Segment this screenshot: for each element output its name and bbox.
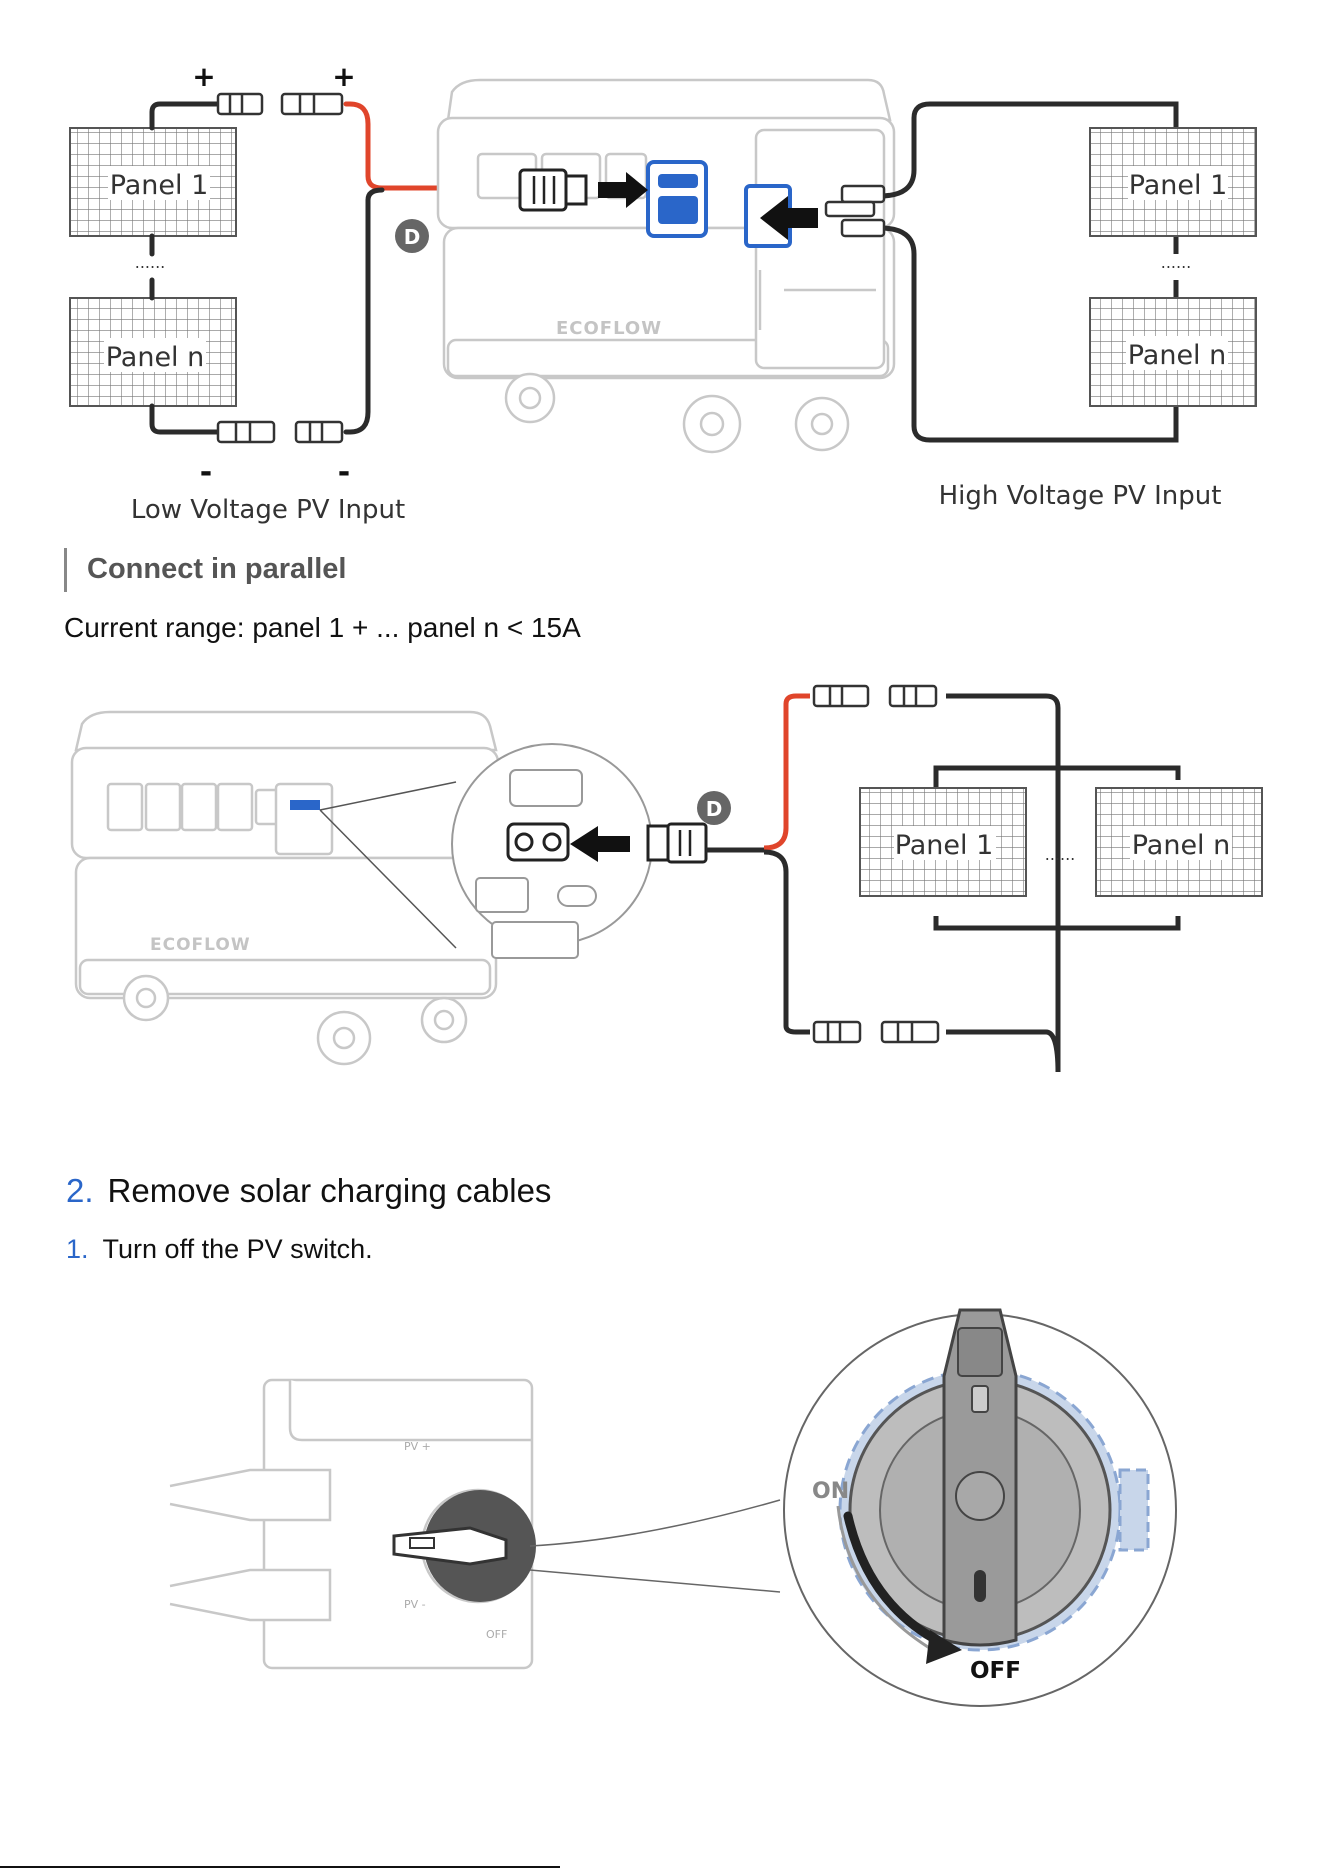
footer-rule xyxy=(0,1866,560,1868)
mc4-connector-minus xyxy=(218,422,342,442)
power-station-device-2 xyxy=(72,712,498,1064)
pv-plus-label: PV + xyxy=(404,1440,431,1453)
switch-zoom-callout xyxy=(784,1310,1176,1706)
current-range-text: Current range: panel 1 + ... panel n < 1… xyxy=(64,612,581,644)
parallel-mc4-bottom xyxy=(814,1022,938,1042)
high-voltage-caption: High Voltage PV Input xyxy=(939,481,1222,511)
substep-1: 1. Turn off the PV switch. xyxy=(66,1234,373,1265)
brand-logo: ECOFLOW xyxy=(556,318,662,339)
parallel-dots: ...... xyxy=(1045,845,1076,864)
section-title: Connect in parallel xyxy=(64,548,346,592)
callout-line-upper xyxy=(530,1500,780,1546)
pv-minus-label: PV - xyxy=(404,1598,426,1611)
brand-logo-2: ECOFLOW xyxy=(150,935,251,955)
connector-badge-d-2: D xyxy=(697,791,731,825)
diagram-pv-inputs: Panel 1 ...... Panel n + + - - D xyxy=(0,0,1323,540)
mc4-connector-plus xyxy=(218,94,342,114)
right-panel-n: Panel n xyxy=(1090,298,1256,406)
parallel-mc4-top xyxy=(814,686,936,706)
diagram-pv-switch: PV + PV - OFF ON OFF xyxy=(0,1300,1323,1720)
left-panel-n-label: Panel n xyxy=(106,342,205,373)
substep-1-number: 1. xyxy=(66,1234,89,1264)
parallel-panel-n: Panel n xyxy=(1096,788,1262,896)
left-dots: ...... xyxy=(135,253,166,272)
left-panel-1: Panel 1 xyxy=(70,128,236,236)
minus-sign-right: - xyxy=(338,455,350,490)
on-label: ON xyxy=(812,1479,849,1504)
step-2-heading: 2. Remove solar charging cables xyxy=(66,1172,551,1210)
step-2-number: 2. xyxy=(66,1172,94,1209)
left-panel-1-label: Panel 1 xyxy=(110,170,209,201)
lv-plug xyxy=(520,170,586,210)
parallel-panel-1: Panel 1 xyxy=(860,788,1026,896)
diagram-parallel: ECOFLOW D xyxy=(0,660,1323,1100)
port-highlight-small xyxy=(290,800,320,810)
low-voltage-caption: Low Voltage PV Input xyxy=(131,495,405,525)
substep-1-text: Turn off the PV switch. xyxy=(103,1234,373,1264)
power-station-device xyxy=(438,80,894,452)
svg-text:D: D xyxy=(706,797,723,821)
off-small-label: OFF xyxy=(486,1628,507,1641)
parallel-panel-1-label: Panel 1 xyxy=(895,830,994,861)
parallel-plug xyxy=(648,824,706,862)
lv-input-port xyxy=(648,162,706,236)
right-panel-n-label: Panel n xyxy=(1128,340,1227,371)
right-panel-1: Panel 1 xyxy=(1090,128,1256,236)
left-panel-n: Panel n xyxy=(70,298,236,406)
step-2-title: Remove solar charging cables xyxy=(108,1172,552,1209)
off-label: OFF xyxy=(970,1658,1021,1684)
plus-sign-right: + xyxy=(332,60,355,93)
minus-sign-left: - xyxy=(200,455,212,490)
callout-line-lower xyxy=(530,1570,780,1592)
right-panel-1-label: Panel 1 xyxy=(1129,170,1228,201)
connector-badge-d: D xyxy=(395,219,429,253)
right-dots: ...... xyxy=(1161,253,1192,272)
parallel-panel-n-label: Panel n xyxy=(1132,830,1231,861)
plus-sign-left: + xyxy=(192,60,215,93)
svg-text:D: D xyxy=(404,225,421,249)
